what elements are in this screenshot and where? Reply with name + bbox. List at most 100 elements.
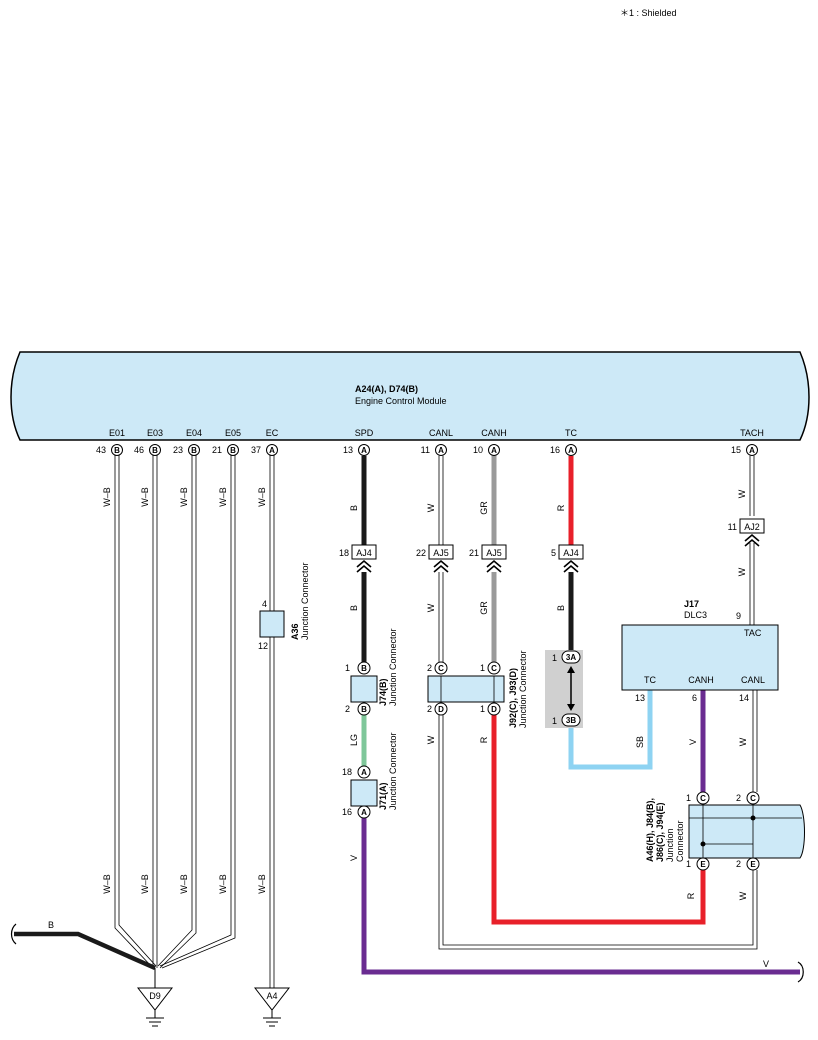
- svg-text:15: 15: [731, 445, 741, 455]
- svg-text:B: B: [556, 605, 566, 611]
- svg-text:Junction Connector: Junction Connector: [388, 628, 398, 706]
- term-tc: TC: [565, 428, 577, 438]
- svg-text:V: V: [763, 959, 769, 969]
- wire-spd-v: [361, 818, 800, 975]
- pin-ec: 37 A: [251, 444, 278, 456]
- svg-text:46: 46: [134, 445, 144, 455]
- svg-text:Junction Connector: Junction Connector: [388, 732, 398, 810]
- svg-text:D: D: [491, 705, 497, 714]
- wire-dlc-canl: [752, 690, 758, 792]
- svg-text:AJ4: AJ4: [563, 548, 579, 558]
- svg-text:J17: J17: [684, 599, 699, 609]
- svg-text:1: 1: [686, 793, 691, 803]
- svg-text:A: A: [361, 768, 367, 777]
- svg-text:A46(H), J84(B),: A46(H), J84(B),: [645, 798, 655, 862]
- connector-j71: 18 A 16 A J71(A) Junction Connector: [342, 732, 398, 819]
- svg-text:B: B: [361, 664, 367, 673]
- svg-text:2: 2: [427, 663, 432, 673]
- svg-text:R: R: [556, 504, 566, 511]
- ecm-id: A24(A), D74(B): [355, 384, 418, 394]
- svg-text:21: 21: [212, 445, 222, 455]
- svg-text:Connector: Connector: [675, 820, 685, 862]
- svg-text:W–B: W–B: [179, 487, 189, 507]
- wire-b-left: [14, 931, 156, 971]
- svg-text:J74(B): J74(B): [378, 678, 388, 706]
- svg-text:1: 1: [686, 859, 691, 869]
- svg-text:37: 37: [251, 445, 261, 455]
- inline-connector-aj4-tc: 5 AJ4: [551, 544, 584, 573]
- svg-text:E: E: [700, 860, 706, 869]
- svg-text:W–B: W–B: [257, 487, 267, 507]
- svg-text:3B: 3B: [566, 716, 576, 725]
- term-tach: TACH: [740, 428, 764, 438]
- svg-text:Junction Connector: Junction Connector: [300, 562, 310, 640]
- dlc3: J17 DLC3 9 TAC TC CANH CANL 13 6 14: [621, 599, 779, 703]
- svg-text:B: B: [114, 446, 120, 455]
- term-e04: E04: [186, 428, 202, 438]
- svg-text:W: W: [426, 503, 436, 512]
- wire-v-cap: [797, 961, 804, 983]
- svg-text:11: 11: [421, 445, 430, 455]
- svg-text:22: 22: [416, 548, 426, 558]
- svg-text:AJ2: AJ2: [744, 522, 760, 532]
- svg-text:Junction Connector: Junction Connector: [518, 650, 528, 728]
- ecm-body: [10, 351, 810, 441]
- svg-text:W–B: W–B: [218, 487, 228, 507]
- svg-text:CANH: CANH: [688, 675, 714, 685]
- connector-j74: 1 B 2 B J74(B) Junction Connector: [345, 628, 398, 716]
- svg-text:18: 18: [339, 548, 349, 558]
- term-e05: E05: [225, 428, 241, 438]
- svg-text:TC: TC: [644, 675, 656, 685]
- term-canl: CANL: [429, 428, 453, 438]
- svg-text:V: V: [349, 855, 359, 861]
- pin-e01: 43 B: [96, 444, 123, 456]
- svg-text:2: 2: [736, 859, 741, 869]
- svg-text:A36: A36: [290, 623, 300, 640]
- term-e03: E03: [147, 428, 163, 438]
- svg-text:A: A: [269, 446, 275, 455]
- svg-text:GR: GR: [479, 501, 489, 515]
- svg-text:W–B: W–B: [102, 874, 112, 894]
- svg-text:C: C: [700, 794, 706, 803]
- svg-text:2: 2: [345, 704, 350, 714]
- svg-text:R: R: [479, 736, 489, 743]
- ground-wires: [114, 455, 275, 988]
- svg-text:W–B: W–B: [140, 874, 150, 894]
- svg-text:1: 1: [480, 704, 485, 714]
- svg-text:CANL: CANL: [741, 675, 765, 685]
- svg-text:TAC: TAC: [744, 628, 762, 638]
- svg-text:W–B: W–B: [179, 874, 189, 894]
- svg-text:18: 18: [342, 767, 352, 777]
- inline-connector-aj2-tach: 11 AJ2: [728, 518, 765, 547]
- svg-text:A: A: [491, 446, 497, 455]
- svg-text:AJ5: AJ5: [486, 548, 502, 558]
- svg-text:B: B: [152, 446, 158, 455]
- svg-text:1: 1: [480, 663, 485, 673]
- term-canh: CANH: [481, 428, 507, 438]
- svg-text:13: 13: [635, 693, 645, 703]
- svg-text:B: B: [361, 705, 367, 714]
- svg-text:B: B: [349, 505, 359, 511]
- inline-connector-aj4-spd: 18 AJ4: [339, 544, 377, 573]
- svg-text:43: 43: [96, 445, 106, 455]
- svg-text:2: 2: [427, 704, 432, 714]
- svg-text:W: W: [737, 489, 747, 498]
- svg-text:A: A: [361, 808, 367, 817]
- wire-color-labels: W–B W–B W–B W–B W–B W–B W–B W–B W–B W–B …: [48, 487, 769, 969]
- svg-text:W: W: [737, 567, 747, 576]
- svg-text:W–B: W–B: [257, 874, 267, 894]
- ground-d9: D9: [136, 968, 174, 1027]
- wire-canl: [438, 456, 758, 950]
- ground-a4: A4: [253, 987, 291, 1027]
- svg-text:C: C: [491, 664, 497, 673]
- svg-text:LG: LG: [349, 734, 359, 746]
- svg-text:16: 16: [550, 445, 560, 455]
- svg-text:2: 2: [736, 793, 741, 803]
- svg-text:16: 16: [342, 807, 352, 817]
- svg-text:Junction: Junction: [665, 828, 675, 862]
